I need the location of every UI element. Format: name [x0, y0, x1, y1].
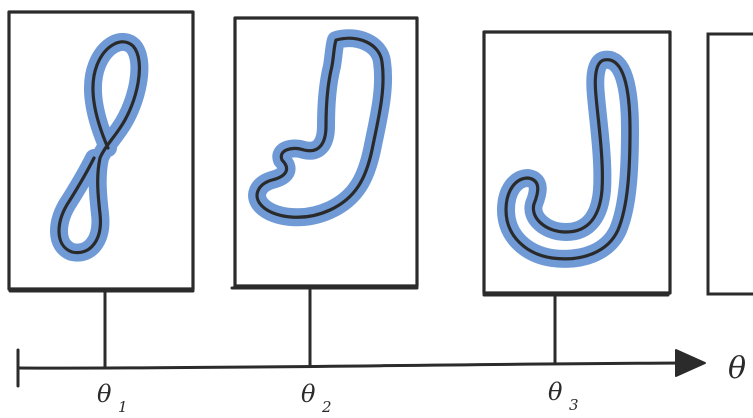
- tick-label-subscript: 2: [321, 398, 332, 416]
- panel-theta-1: [9, 12, 193, 291]
- panel-frame: [708, 34, 753, 294]
- tick-label-subscript: 1: [118, 398, 128, 416]
- tick-label-subscript: 3: [569, 396, 579, 414]
- axis-line: [18, 363, 690, 368]
- tick-label-theta-1: θ 1: [97, 380, 128, 416]
- panel-theta-2: [232, 18, 417, 288]
- panel-theta-3: [484, 32, 670, 295]
- panel-partial: [708, 34, 753, 294]
- theta-axis: θ: [18, 350, 746, 386]
- axis-label: θ: [728, 351, 746, 386]
- tick-label-theta-2: θ 2: [301, 380, 332, 416]
- axis-arrowhead-icon: [676, 350, 705, 376]
- tick-label-main: θ: [301, 380, 316, 408]
- tick-label-main: θ: [97, 380, 112, 408]
- tick-label-theta-3: θ 3: [548, 378, 579, 414]
- tick-label-main: θ: [548, 378, 563, 406]
